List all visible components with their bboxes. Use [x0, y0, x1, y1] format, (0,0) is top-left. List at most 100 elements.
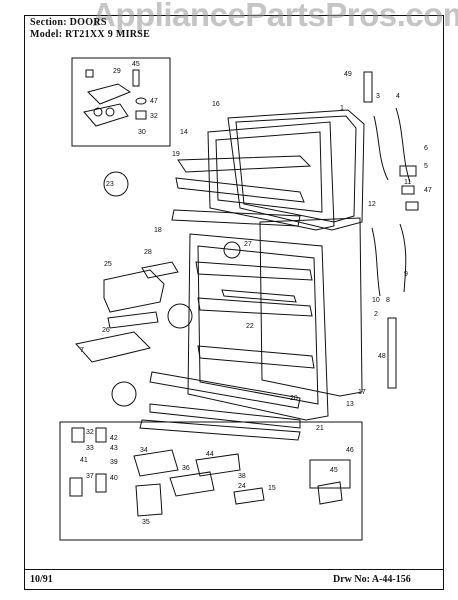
door-shelf-middle	[197, 297, 313, 317]
footer-rule	[24, 569, 444, 570]
callout-40: 40	[110, 475, 118, 482]
hinge-hole	[105, 107, 115, 117]
trim-48	[387, 317, 397, 389]
breaker-strip-21	[139, 419, 301, 441]
callout-18: 18	[154, 227, 162, 234]
fresh-food-door-gasket	[259, 217, 363, 397]
callout-6: 6	[424, 145, 428, 152]
hinge-plate-upper	[87, 83, 132, 105]
bushing-32	[135, 110, 147, 120]
footer-drawing-number: Drw No: A-44-156	[333, 574, 411, 585]
freezer-liner-inner	[215, 131, 323, 213]
footer-date: 10/91	[30, 574, 53, 585]
callout-32: 32	[86, 429, 94, 436]
callout-2: 2	[374, 311, 378, 318]
part-47	[405, 201, 419, 211]
callout-5: 5	[424, 163, 428, 170]
callout-48: 48	[378, 353, 386, 360]
callout-33: 33	[86, 445, 94, 452]
part-24	[233, 487, 265, 505]
callout-12: 12	[368, 201, 376, 208]
fresh-food-liner-inner	[197, 245, 319, 405]
callout-43: 43	[110, 445, 118, 452]
screw-31	[85, 69, 94, 78]
callout-39: 39	[110, 459, 118, 466]
pin-29	[132, 69, 140, 87]
callout-24: 24	[238, 483, 246, 490]
callout-11: 11	[404, 179, 411, 186]
callout-16: 16	[212, 101, 220, 108]
callout-19: 19	[172, 151, 180, 158]
callout-8: 8	[386, 297, 390, 304]
callout-33a: 47	[150, 98, 158, 105]
breaker-strip-20	[149, 403, 301, 429]
callout-13: 13	[346, 401, 354, 408]
door-shelf-lower	[197, 345, 315, 369]
part-49	[363, 71, 373, 103]
callout-10: 10	[372, 297, 380, 304]
callout-circle-27	[223, 241, 241, 259]
part-40	[95, 473, 107, 493]
freezer-door-shelf	[177, 155, 312, 173]
door-shelf-upper	[195, 261, 313, 281]
shelf-bar-22	[221, 289, 297, 303]
part-45	[317, 481, 343, 505]
hinge-34	[133, 449, 179, 477]
callout-29: 45	[132, 61, 140, 68]
drawing-frame	[24, 15, 444, 590]
callout-42: 42	[110, 435, 118, 442]
callout-circle-23-top	[103, 171, 129, 197]
freezer-shelf-bar	[175, 177, 305, 203]
callout-28: 28	[144, 249, 152, 256]
callout-9: 9	[404, 271, 408, 278]
butter-compartment	[103, 269, 165, 313]
part-42	[95, 427, 107, 443]
callout-15: 15	[268, 485, 276, 492]
washer-33	[135, 97, 147, 105]
callout-7: 7	[80, 347, 84, 354]
callout-41: 41	[80, 457, 88, 464]
callout-circle-23-low	[111, 381, 137, 407]
callout-17: 17	[358, 389, 366, 396]
butter-door-26	[107, 311, 159, 329]
section-title: Section: DOORS	[30, 17, 107, 28]
hinge-36	[169, 471, 215, 497]
callout-1: 1	[340, 105, 344, 112]
callout-32a: 32	[150, 113, 158, 120]
part-32	[71, 427, 85, 443]
callout-25: 25	[104, 261, 112, 268]
callout-47: 47	[424, 187, 432, 194]
handle-4	[395, 107, 411, 183]
callout-38: 38	[238, 473, 246, 480]
callout-20: 20	[290, 395, 298, 402]
plate-35	[135, 483, 163, 517]
callout-31: 29	[113, 68, 121, 75]
callout-35: 35	[142, 519, 150, 526]
freezer-gasket-inner	[235, 115, 357, 223]
freezer-shelf-bar-18	[171, 209, 301, 227]
callout-45: 45	[330, 467, 338, 474]
callout-37: 37	[86, 473, 94, 480]
callout-44: 44	[206, 451, 214, 458]
callout-26: 26	[102, 327, 110, 334]
callout-21: 21	[316, 425, 324, 432]
callout-27: 27	[244, 241, 252, 248]
inset-box-hardware	[59, 421, 363, 541]
shelf-bar-13	[149, 371, 301, 409]
part-37	[69, 477, 83, 497]
callout-49: 49	[344, 71, 352, 78]
handle-3	[373, 115, 389, 181]
callout-23a: 23	[106, 181, 114, 188]
callout-3: 3	[376, 93, 380, 100]
part-46	[309, 459, 351, 489]
model-title: Model: RT21XX 9 MIRSE	[30, 29, 151, 40]
callout-4: 4	[396, 93, 400, 100]
cover-28	[141, 261, 179, 279]
part-6	[399, 165, 417, 177]
callout-circle-23-mid	[167, 303, 193, 329]
part-11	[401, 185, 415, 195]
fresh-food-door-liner	[187, 233, 329, 421]
callout-30: 30	[138, 129, 146, 136]
callout-14: 14	[180, 129, 188, 136]
